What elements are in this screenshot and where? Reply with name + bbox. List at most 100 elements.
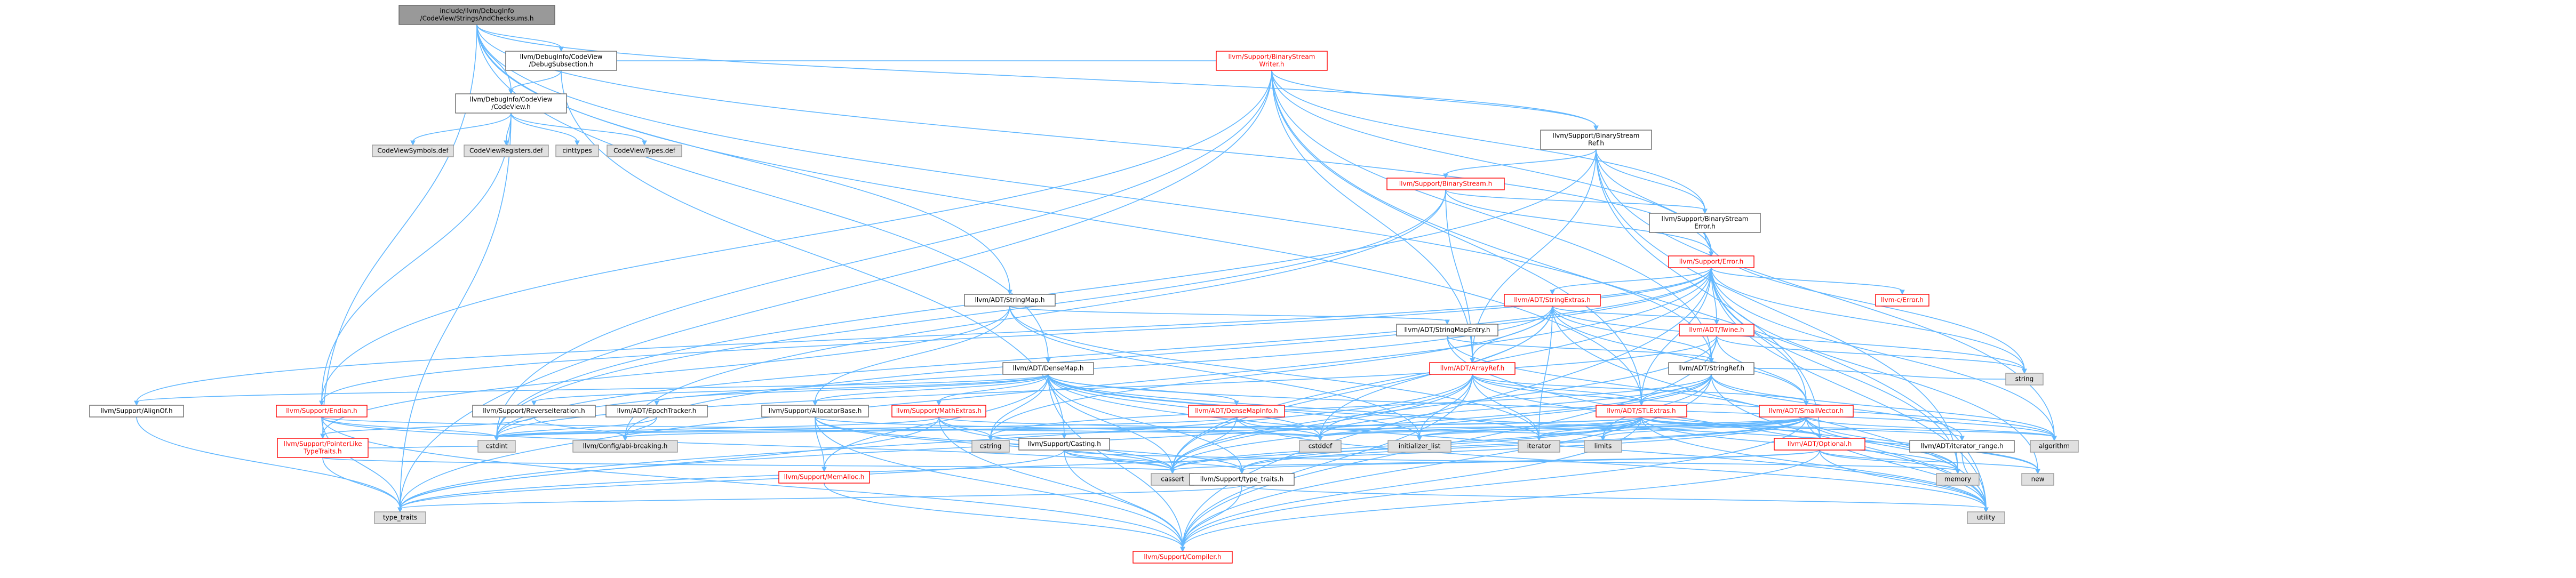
- node-box-initlist: [1387, 440, 1452, 453]
- node-mathextras[interactable]: llvm/Support/MathExtras.h: [891, 405, 986, 418]
- arrowhead-smallvector-to-limits: [1600, 436, 1606, 441]
- edge-error-to-cerror: [1711, 267, 1903, 292]
- node-smallvector[interactable]: llvm/ADT/SmallVector.h: [1759, 405, 1854, 418]
- arrowhead-optional-to-cassert: [1170, 469, 1175, 475]
- edge-arrayref-to-cstddef: [1320, 374, 1473, 438]
- node-allocbase[interactable]: llvm/Support/AllocatorBase.h: [761, 405, 869, 418]
- edge-stlextras-to-iterrange: [1641, 416, 1963, 438]
- node-cerror[interactable]: llvm-c/Error.h: [1875, 294, 1929, 307]
- node-label-dbgsub-0: llvm/DebugInfo/CodeView: [520, 53, 603, 61]
- node-label-cvsym-0: CodeViewSymbols.def: [377, 147, 449, 155]
- edge-casting-to-cassert: [1064, 449, 1173, 471]
- node-box-configabi: [572, 440, 678, 453]
- edge-endian-to-compiler: [321, 416, 1183, 549]
- node-box-smallvector: [1759, 405, 1854, 418]
- node-box-bstream: [1386, 178, 1505, 190]
- node-box-codeview: [455, 93, 567, 114]
- arrowhead-allocbase-to-memalloc: [822, 467, 827, 472]
- node-label-smallvector-0: llvm/ADT/SmallVector.h: [1769, 407, 1844, 415]
- edge-bswriter-to-error: [1271, 70, 1712, 253]
- node-box-bsref: [1540, 130, 1652, 150]
- node-label-typetraits-0: type_traits: [383, 514, 417, 521]
- node-iterrange[interactable]: llvm/ADT/iterator_range.h: [1909, 440, 2015, 453]
- arrowhead-codeview-to-cvsym: [410, 140, 416, 146]
- edge-endian-to-cassert: [321, 416, 1173, 471]
- edge-error-to-string: [1711, 267, 2025, 371]
- node-box-compiler: [1133, 551, 1233, 564]
- node-cvreg: CodeViewRegisters.def: [464, 144, 549, 157]
- node-smentry[interactable]: llvm/ADT/StringMapEntry.h: [1396, 324, 1498, 336]
- node-dbgsub[interactable]: llvm/DebugInfo/CodeView/DebugSubsection.…: [505, 51, 617, 71]
- node-typetraitsllvm[interactable]: llvm/Support/type_traits.h: [1189, 473, 1295, 486]
- node-epoch[interactable]: llvm/ADT/EpochTracker.h: [605, 405, 708, 418]
- node-root[interactable]: include/llvm/DebugInfo/CodeView/StringsA…: [398, 5, 555, 25]
- edge-root-to-ptrlike: [322, 24, 477, 436]
- arrowhead-bsref-to-bstream: [1443, 173, 1448, 179]
- edge-casting-to-typetraits: [400, 449, 1065, 509]
- edge-bsref-to-error: [1596, 149, 1712, 253]
- node-dminfo[interactable]: llvm/ADT/DenseMapInfo.h: [1188, 405, 1285, 418]
- edge-stlextras-to-algorithm: [1641, 416, 2055, 438]
- arrowhead-dbgsub-to-casting: [1062, 434, 1067, 439]
- edge-bsref-to-optional: [1596, 149, 1820, 436]
- node-codeview[interactable]: llvm/DebugInfo/CodeView/CodeView.h: [455, 93, 567, 114]
- arrowhead-optional-to-typetraitsllvm: [1239, 469, 1245, 475]
- edge-optional-to-utility: [1819, 449, 1987, 509]
- edge-error-to-compiler: [1182, 267, 1712, 549]
- node-label-bsref-1: Ref.h: [1588, 140, 1604, 147]
- node-label-cvtypes-0: CodeViewTypes.def: [613, 147, 676, 155]
- edge-ptrlike-to-cstdint: [368, 446, 478, 448]
- node-stlextras[interactable]: llvm/ADT/STLExtras.h: [1596, 405, 1687, 418]
- arrowhead-dbgsub-to-codeview: [508, 89, 514, 95]
- node-reviter[interactable]: llvm/Support/ReverseIteration.h: [472, 405, 596, 418]
- node-twine[interactable]: llvm/ADT/Twine.h: [1679, 324, 1754, 336]
- node-stringref[interactable]: llvm/ADT/StringRef.h: [1668, 362, 1754, 375]
- node-alignof[interactable]: llvm/Support/AlignOf.h: [89, 405, 184, 418]
- node-label-bstream-0: llvm/Support/BinaryStream.h: [1399, 180, 1492, 188]
- node-memalloc[interactable]: llvm/Support/MemAlloc.h: [778, 471, 870, 484]
- node-layer: include/llvm/DebugInfo/CodeView/StringsA…: [89, 5, 2079, 564]
- node-box-typetraitsllvm: [1189, 473, 1295, 486]
- edge-root-to-bsref: [476, 24, 1597, 127]
- edge-densemap-to-cassert: [1048, 374, 1173, 471]
- node-optional[interactable]: llvm/ADT/Optional.h: [1774, 438, 1865, 451]
- edge-smallvector-to-memory: [1806, 416, 1958, 471]
- node-box-cvsym: [372, 144, 454, 157]
- edge-bswriter-to-bserror: [1271, 70, 1705, 211]
- node-label-codeview-1: /CodeView.h: [491, 103, 531, 111]
- edge-optional-to-new: [1819, 449, 2038, 471]
- node-stringextras[interactable]: llvm/ADT/StringExtras.h: [1504, 294, 1601, 307]
- arrowhead-bstream-to-bserror: [1702, 208, 1708, 214]
- node-casting[interactable]: llvm/Support/Casting.h: [1018, 438, 1110, 451]
- node-arrayref[interactable]: llvm/ADT/ArrayRef.h: [1429, 362, 1516, 375]
- edge-bswriter-to-typetraits: [400, 70, 1272, 509]
- node-label-smentry-0: llvm/ADT/StringMapEntry.h: [1404, 326, 1490, 334]
- node-error[interactable]: llvm/Support/Error.h: [1668, 255, 1754, 268]
- node-densemap[interactable]: llvm/ADT/DenseMap.h: [1002, 362, 1094, 375]
- edge-bswriter-to-endian: [321, 70, 1272, 403]
- node-iterator: iterator: [1518, 440, 1560, 453]
- node-stringmap[interactable]: llvm/ADT/StringMap.h: [964, 294, 1056, 307]
- edge-bsref-to-memory: [1596, 149, 1958, 471]
- node-algorithm: algorithm: [2030, 440, 2079, 453]
- node-typetraits: type_traits: [374, 511, 426, 524]
- node-label-ptrlike-0: llvm/Support/PointerLike: [283, 440, 362, 448]
- node-label-new-0: new: [2031, 476, 2045, 483]
- edge-bstream-to-cstdint: [496, 189, 1446, 438]
- arrowhead-smallvector-to-cstddef: [1318, 436, 1323, 441]
- node-cvtypes: CodeViewTypes.def: [607, 144, 682, 157]
- node-bstream[interactable]: llvm/Support/BinaryStream.h: [1386, 178, 1505, 190]
- edge-stringmap-to-initlist: [1009, 306, 1420, 438]
- node-compiler[interactable]: llvm/Support/Compiler.h: [1133, 551, 1233, 564]
- node-label-iterator-0: iterator: [1527, 443, 1551, 450]
- node-label-bserror-1: Error.h: [1694, 223, 1716, 230]
- edge-bswriter-to-bsref: [1271, 70, 1597, 127]
- edge-smallvector-to-cstddef: [1320, 416, 1807, 438]
- edge-bsref-to-bstream: [1445, 149, 1597, 175]
- edge-error-to-stlextras: [1641, 267, 1712, 403]
- node-endian[interactable]: llvm/Support/Endian.h: [276, 405, 368, 418]
